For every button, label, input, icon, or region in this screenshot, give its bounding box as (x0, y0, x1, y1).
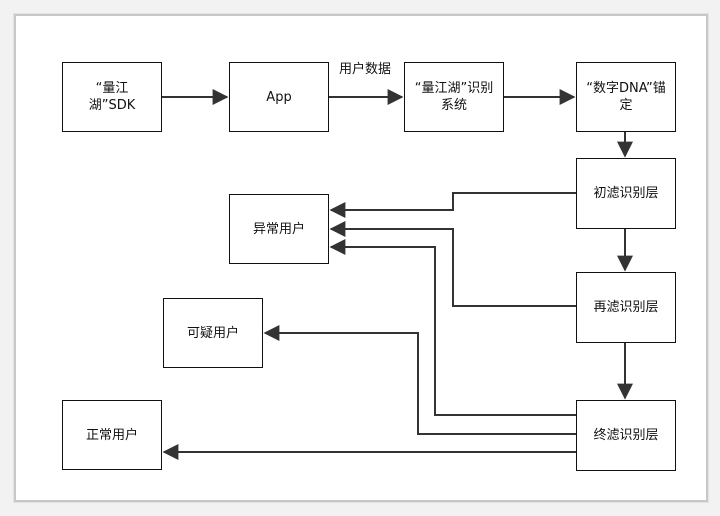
edge-final-to-suspicious (263, 325, 576, 435)
edge-second-to-abnormal (329, 221, 576, 307)
app-node: App (229, 62, 329, 132)
edge-final-to-abnormal (329, 239, 576, 416)
recognition-system-node: “量江湖”识别系统 (404, 62, 504, 132)
recognition-system-node-label: “量江湖”识别系统 (414, 81, 494, 113)
final-filter-node: 终滤识别层 (576, 400, 676, 471)
initial-filter-node: 初滤识别层 (576, 158, 676, 229)
app-node-label: App (266, 89, 292, 105)
user-data-edge-label: 用户数据 (338, 62, 391, 77)
edge-initial-to-abnormal (329, 192, 576, 218)
suspicious-user-node: 可疑用户 (163, 298, 263, 368)
dna-anchor-node-label: “数字DNA”锚定 (586, 81, 666, 113)
dna-anchor-node: “数字DNA”锚定 (576, 62, 676, 132)
abnormal-user-node: 异常用户 (229, 194, 329, 264)
sdk-node-label: “量江湖”SDK (88, 81, 136, 113)
abnormal-user-node-label: 异常用户 (252, 221, 305, 237)
normal-user-node: 正常用户 (62, 400, 162, 470)
sdk-node: “量江湖”SDK (62, 62, 162, 132)
suspicious-user-node-label: 可疑用户 (186, 325, 239, 341)
final-filter-node-label: 终滤识别层 (593, 428, 659, 443)
normal-user-node-label: 正常用户 (85, 427, 138, 443)
initial-filter-node-label: 初滤识别层 (593, 186, 659, 201)
second-filter-node: 再滤识别层 (576, 272, 676, 343)
second-filter-node-label: 再滤识别层 (593, 300, 659, 315)
